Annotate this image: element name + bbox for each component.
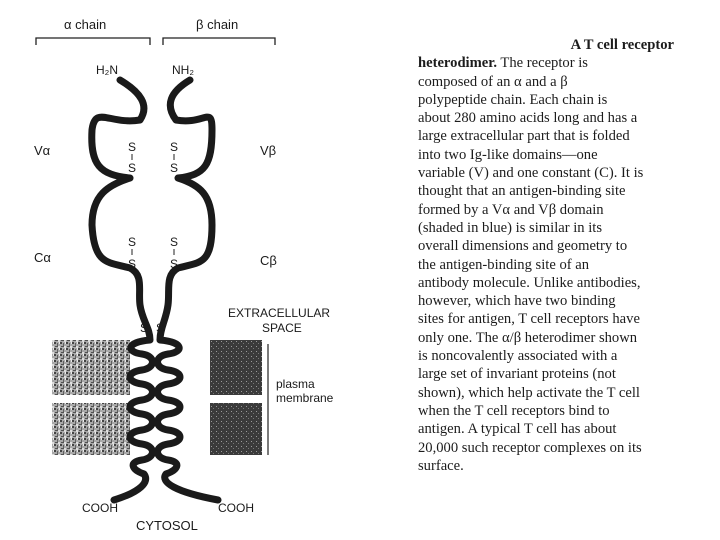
caption-line: is noncovalently associated with a <box>418 348 618 365</box>
figure-caption: A T cell receptor heterodimer. The recep… <box>418 36 700 475</box>
v-alpha-label: Vα <box>34 143 51 158</box>
alpha-n-terminus: H₂N <box>96 63 118 77</box>
caption-line: thought that an antigen-binding site <box>418 183 626 200</box>
tcr-diagram: α chain β chain H₂N NH₂ Vα Vβ Cα Cβ S S … <box>34 17 334 533</box>
svg-text:S: S <box>156 321 164 335</box>
beta-n-terminus: NH₂ <box>172 63 194 77</box>
svg-text:S: S <box>170 257 178 271</box>
caption-line: surface. <box>418 457 464 474</box>
membrane-label-1: plasma <box>276 377 315 391</box>
caption-line: (shaded in blue) is similar in its <box>418 219 603 236</box>
caption-line: overall dimensions and geometry to <box>418 238 628 255</box>
disulfide-c-beta: S S <box>170 235 178 271</box>
caption-line: polypeptide chain. Each chain is <box>418 91 608 108</box>
caption-line: when the T cell receptors bind to <box>418 402 610 419</box>
svg-text:S: S <box>128 235 136 249</box>
caption-line: however, which have two binding <box>418 293 616 310</box>
plasma-membrane <box>52 340 262 455</box>
svg-text:S: S <box>170 140 178 154</box>
c-alpha-label: Cα <box>34 250 51 265</box>
svg-text:S: S <box>140 321 148 335</box>
svg-text:S: S <box>170 235 178 249</box>
beta-c-terminus: COOH <box>218 501 254 515</box>
beta-chain-bracket <box>162 37 276 45</box>
extracellular-label-1: EXTRACELLULAR <box>228 306 330 320</box>
caption-line: formed by a Vα and Vβ domain <box>418 201 604 218</box>
alpha-chain-bracket <box>35 37 151 45</box>
disulfide-v-beta: S S <box>170 140 178 175</box>
v-beta-label: Vβ <box>260 143 276 158</box>
alpha-chain-label: α chain <box>64 17 106 32</box>
caption-line: sites for antigen, T cell receptors have <box>418 311 640 328</box>
caption-line: composed of an α and a β <box>418 73 568 90</box>
caption-line: large set of invariant proteins (not <box>418 366 616 383</box>
beta-chain-label: β chain <box>196 17 238 32</box>
disulfide-v-alpha: S S <box>128 140 136 175</box>
beta-chain <box>154 76 222 504</box>
caption-line: 20,000 such receptor complexes on its <box>418 439 642 456</box>
svg-text:S: S <box>170 161 178 175</box>
caption-line: into two Ig-like domains—one <box>418 146 598 163</box>
caption-line: only one. The α/β heterodimer shown <box>418 329 638 346</box>
caption-line: antigen. A typical T cell has about <box>418 421 617 438</box>
caption-line: about 280 amino acids long and has a <box>418 110 638 127</box>
svg-text:S: S <box>128 161 136 175</box>
svg-text:S: S <box>128 140 136 154</box>
caption-line: heterodimer. The receptor is <box>418 55 588 72</box>
interchain-disulfide: S S <box>140 321 164 335</box>
caption-line: shown), which help activate the T cell <box>418 384 640 401</box>
svg-text:S: S <box>128 257 136 271</box>
alpha-c-terminus: COOH <box>82 501 118 515</box>
caption-line: large extracellular part that is folded <box>418 128 630 145</box>
cytosol-label: CYTOSOL <box>136 518 198 533</box>
c-beta-label: Cβ <box>260 253 277 268</box>
caption-line: the antigen-binding site of an <box>418 256 590 273</box>
caption-line: variable (V) and one constant (C). It is <box>418 165 644 182</box>
disulfide-c-alpha: S S <box>128 235 136 271</box>
membrane-label-2: membrane <box>276 391 334 405</box>
alpha-chain <box>88 76 156 504</box>
extracellular-label-2: SPACE <box>262 321 302 335</box>
caption-line: antibody molecule. Unlike antibodies, <box>418 274 641 291</box>
caption-title: A T cell receptor <box>570 37 674 53</box>
